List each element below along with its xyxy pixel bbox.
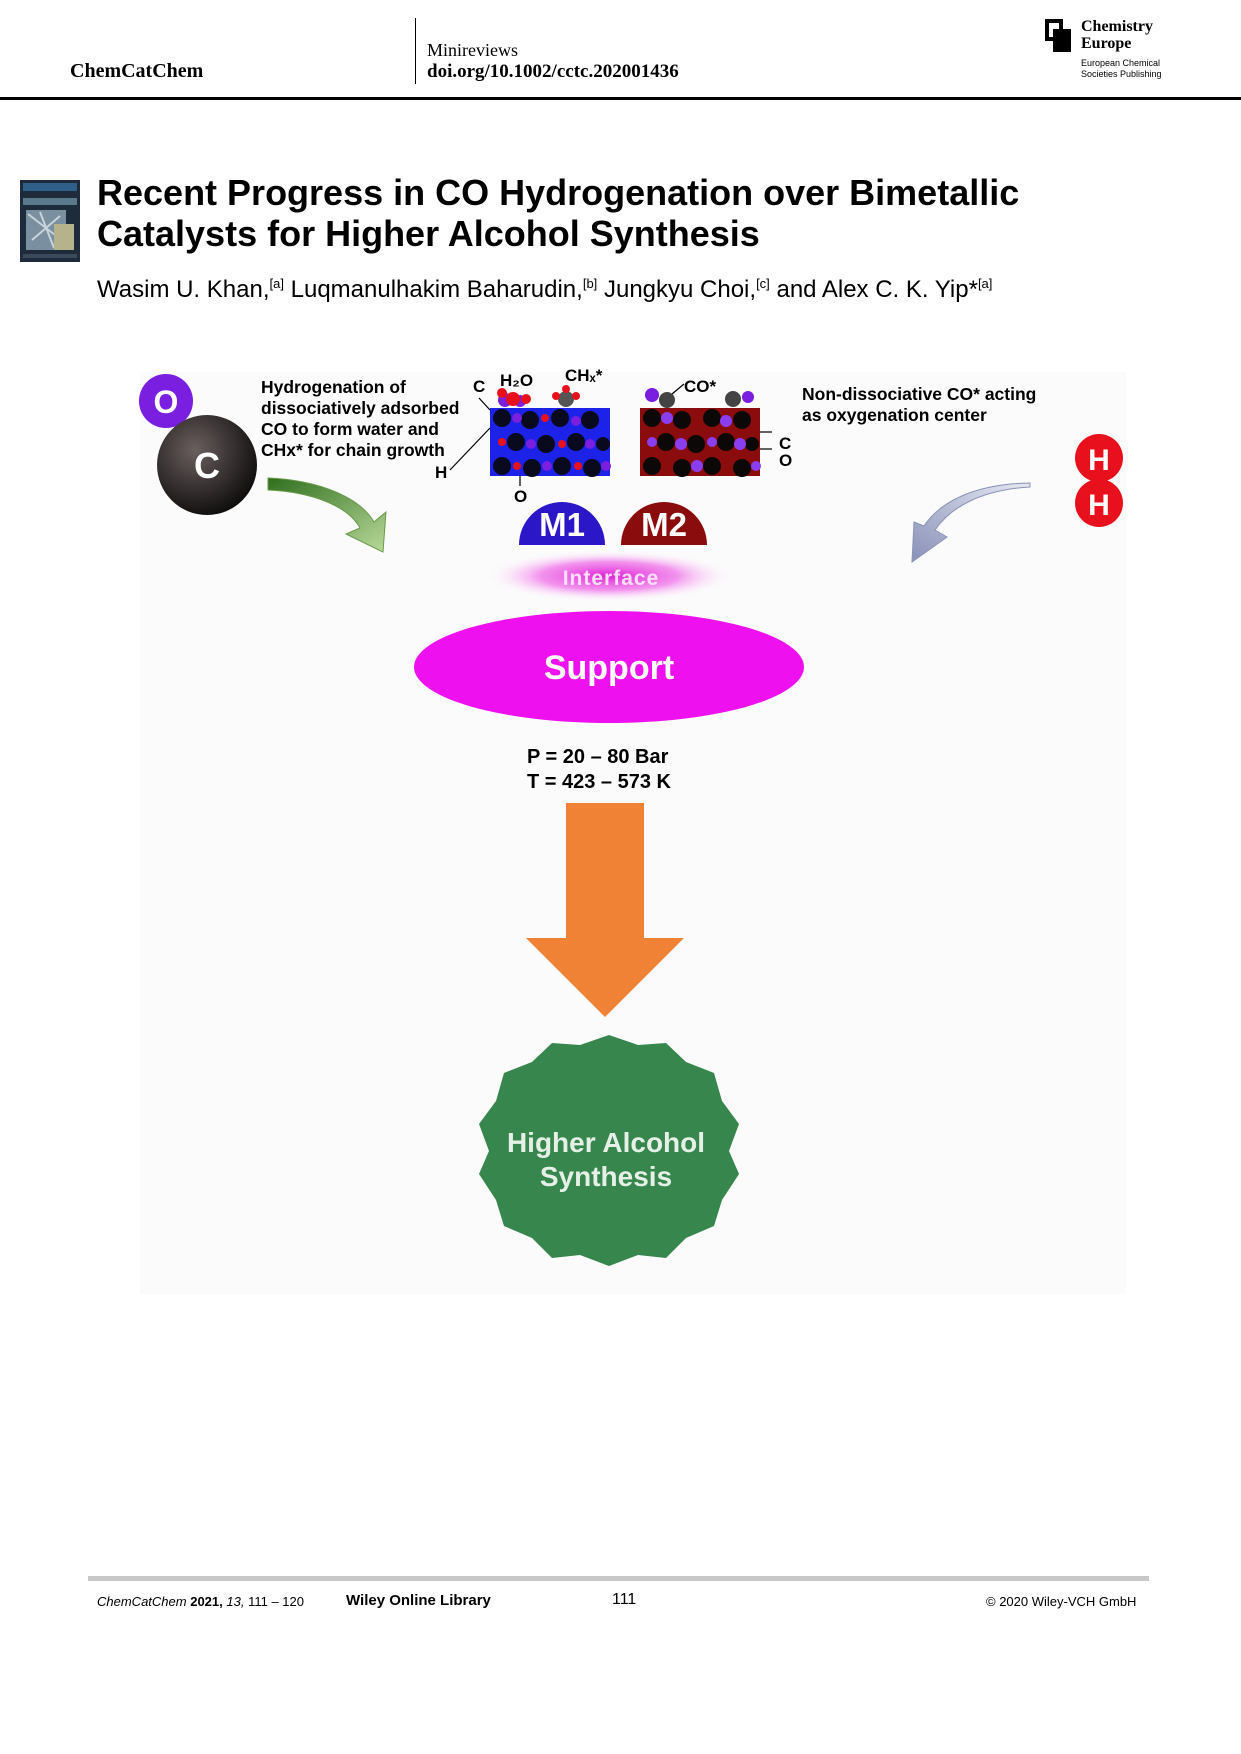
m1-particle <box>519 502 605 545</box>
footer-citation: ChemCatChem 2021, 13, 111 – 120 <box>97 1594 304 1609</box>
pressure-condition: P = 20 – 80 Bar <box>527 746 669 768</box>
author-name: and Alex C. K. Yip* <box>776 276 978 303</box>
m2-surface <box>640 408 761 477</box>
product-burst <box>479 1035 739 1266</box>
article-type: Minireviews <box>427 40 518 60</box>
atom-h-label: H <box>1088 489 1110 522</box>
label-o-right: O <box>779 451 792 470</box>
citation-volume: 13, <box>226 1594 245 1609</box>
left-description-line: Hydrogenation of <box>261 377 406 397</box>
carbon-atom <box>157 415 257 515</box>
publisher-mark-icon <box>1045 19 1071 52</box>
product-label-line2: Synthesis <box>540 1161 672 1192</box>
support-label: Support <box>544 649 674 687</box>
product-label-line1: Higher Alcohol <box>507 1127 705 1158</box>
citation-year: 2021, <box>190 1594 223 1609</box>
label-co-star: CO* <box>684 377 717 396</box>
m1-label: M1 <box>539 506 585 543</box>
left-description-line: CHx* for chain growth <box>261 440 445 460</box>
label-o: O <box>514 487 527 506</box>
oxygen-atom <box>139 374 193 428</box>
journal-name: ChemCatChem <box>70 60 204 82</box>
author-affiliation: [c] <box>756 276 770 291</box>
label-c-top: C <box>473 377 485 396</box>
temperature-condition: T = 423 – 573 K <box>527 771 672 793</box>
author-list: Wasim U. Khan,[a] Luqmanulhakim Baharudi… <box>97 276 992 304</box>
label-chx: CHₓ* <box>565 366 603 385</box>
label-c-right: C <box>779 434 791 453</box>
m2-particle <box>621 502 707 545</box>
copyright: © 2020 Wiley-VCH GmbH <box>986 1594 1137 1609</box>
process-arrow <box>526 803 684 1017</box>
footer-rule <box>88 1576 1149 1581</box>
publisher-name-line2: Europe <box>1081 35 1132 52</box>
publisher-logo: Chemistry Europe European Chemical Socie… <box>1045 18 1215 84</box>
hydrogen-atom <box>1075 479 1123 527</box>
citation-journal: ChemCatChem <box>97 1594 187 1609</box>
hydrogen-atom <box>1075 434 1123 482</box>
label-h: H <box>435 463 447 482</box>
citation-pages: 111 – 120 <box>248 1594 304 1609</box>
article-title: Recent Progress in CO Hydrogenation over… <box>97 172 1197 254</box>
m1-surface <box>490 408 611 477</box>
author-affiliation: [a] <box>977 276 993 291</box>
interface-label: Interface <box>563 567 660 590</box>
doi-link[interactable]: doi.org/10.1002/cctc.202001436 <box>427 61 679 82</box>
left-curved-arrow <box>267 477 387 553</box>
journal-cover-thumbnail <box>20 180 80 262</box>
right-description-line: Non-dissociative CO* acting <box>802 384 1036 404</box>
header-rule <box>0 97 1241 100</box>
publisher-sub-line2: Societies Publishing <box>1081 69 1162 79</box>
author-name: Wasim U. Khan, <box>97 276 270 303</box>
m2-label: M2 <box>641 506 687 543</box>
author-name: Luqmanulhakim Baharudin, <box>290 276 583 303</box>
wiley-online-library-link[interactable]: Wiley Online Library <box>346 1592 491 1609</box>
publisher-sub-line1: European Chemical <box>1081 58 1161 68</box>
support-ellipse <box>414 611 804 723</box>
page-number: 111 <box>612 1591 637 1608</box>
atom-h-label: H <box>1088 444 1110 477</box>
left-description-line: CO to form water and <box>261 419 439 439</box>
atom-o-label: O <box>154 384 179 420</box>
title-line-1: Recent Progress in CO Hydrogenation over… <box>97 172 1020 213</box>
header-divider <box>415 18 416 84</box>
author-affiliation: [b] <box>582 276 598 291</box>
author-name: Jungkyu Choi, <box>603 276 757 303</box>
author-affiliation: [a] <box>269 276 284 291</box>
right-description-line: as oxygenation center <box>802 405 987 425</box>
left-description-line: dissociatively adsorbed <box>261 398 459 418</box>
right-curved-arrow <box>911 482 1031 564</box>
atom-c-label: C <box>194 445 220 486</box>
label-h2o: H₂O <box>500 371 533 390</box>
interface-glow <box>484 550 734 602</box>
title-line-2: Catalysts for Higher Alcohol Synthesis <box>97 213 760 254</box>
publisher-name-line1: Chemistry <box>1081 18 1153 35</box>
